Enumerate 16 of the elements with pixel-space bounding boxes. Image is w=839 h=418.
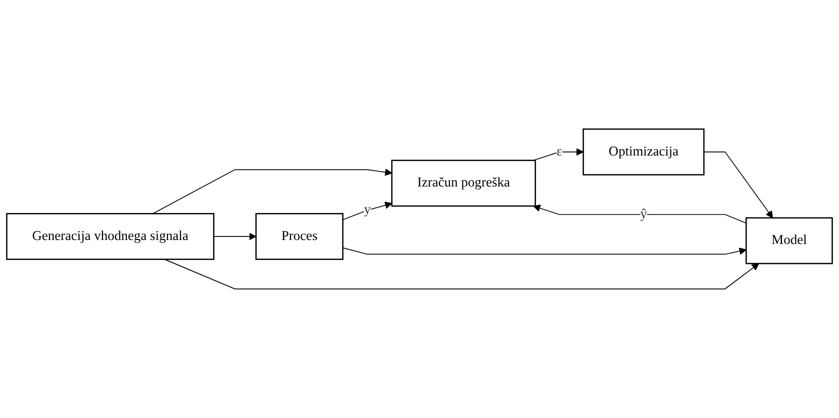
node-box: Optimizacija <box>582 128 705 176</box>
edge-label: y <box>364 202 371 218</box>
arrow <box>533 148 584 161</box>
arrow <box>703 152 774 218</box>
node-box: Model <box>746 217 833 264</box>
node-box: Izračun pogreška <box>391 160 536 207</box>
arrow <box>152 168 392 214</box>
arrow <box>342 202 392 220</box>
arrow <box>164 258 760 290</box>
arrow <box>533 204 747 224</box>
edge-label: ε <box>556 144 562 159</box>
arrow <box>342 247 747 255</box>
node-box: Proces <box>255 213 344 260</box>
node-box: Generacija vhodnega signala <box>6 213 214 260</box>
arrow <box>213 232 256 240</box>
edge-label: ŷ <box>640 206 647 222</box>
